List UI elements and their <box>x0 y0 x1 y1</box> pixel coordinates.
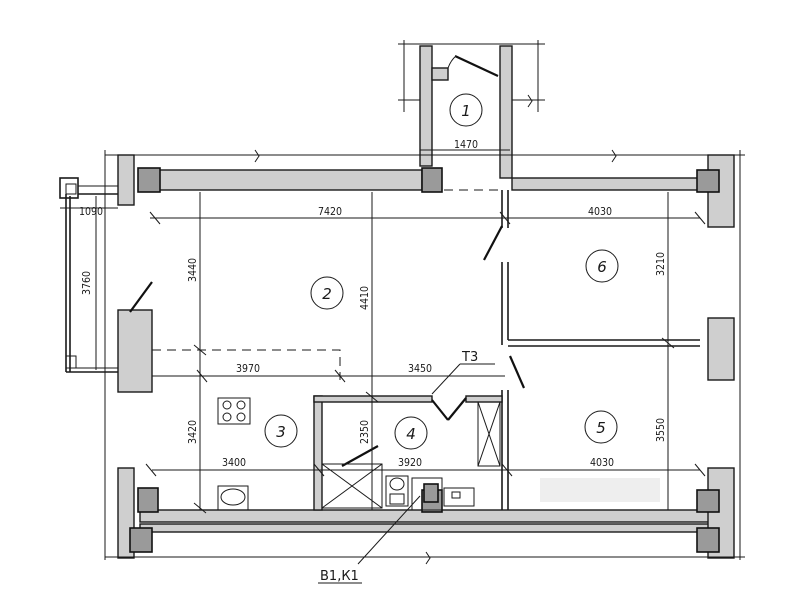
leader-lines <box>318 363 495 584</box>
dim-1470: 1470 <box>454 139 478 151</box>
dim-3440: 3440 <box>187 258 199 282</box>
entrance-vestibule-walls <box>398 40 545 179</box>
dim-4030-top: 4030 <box>588 206 612 218</box>
room-number-6: 6 <box>597 258 607 276</box>
room-number-1: 1 <box>461 102 471 120</box>
dimension-lines <box>60 94 745 565</box>
riser-icon <box>411 477 443 511</box>
dim-4030-bottom: 4030 <box>590 457 614 469</box>
dim-4410: 4410 <box>359 286 371 310</box>
room-number-3: 3 <box>276 423 286 441</box>
label-t3: Т3 <box>461 350 478 365</box>
dim-3400: 3400 <box>222 457 246 469</box>
dim-3760: 3760 <box>81 271 93 295</box>
dim-2350: 2350 <box>359 420 371 444</box>
toilet-icon <box>385 475 409 507</box>
label-b1k1: В1,К1 <box>320 569 359 584</box>
dim-1090: 1090 <box>79 206 103 218</box>
balcony <box>59 177 118 373</box>
room-markers <box>264 93 619 450</box>
dim-3550: 3550 <box>655 418 667 442</box>
dim-7420: 7420 <box>318 206 342 218</box>
dim-3420: 3420 <box>187 420 199 444</box>
stove-icon <box>217 397 251 425</box>
washbasin-icon <box>443 487 475 507</box>
room-number-5: 5 <box>596 419 606 437</box>
structural-columns <box>129 167 720 553</box>
dim-3920: 3920 <box>398 457 422 469</box>
dim-3210: 3210 <box>655 252 667 276</box>
door-icon <box>129 225 526 467</box>
dim-3970: 3970 <box>236 363 260 375</box>
room-number-4: 4 <box>406 425 416 443</box>
bathtub-icon <box>321 463 383 509</box>
cian-watermark-icon <box>540 478 660 502</box>
sink-icon <box>217 485 249 511</box>
entry-door-icon <box>447 55 499 77</box>
dim-3450: 3450 <box>408 363 432 375</box>
room-number-2: 2 <box>322 285 332 303</box>
